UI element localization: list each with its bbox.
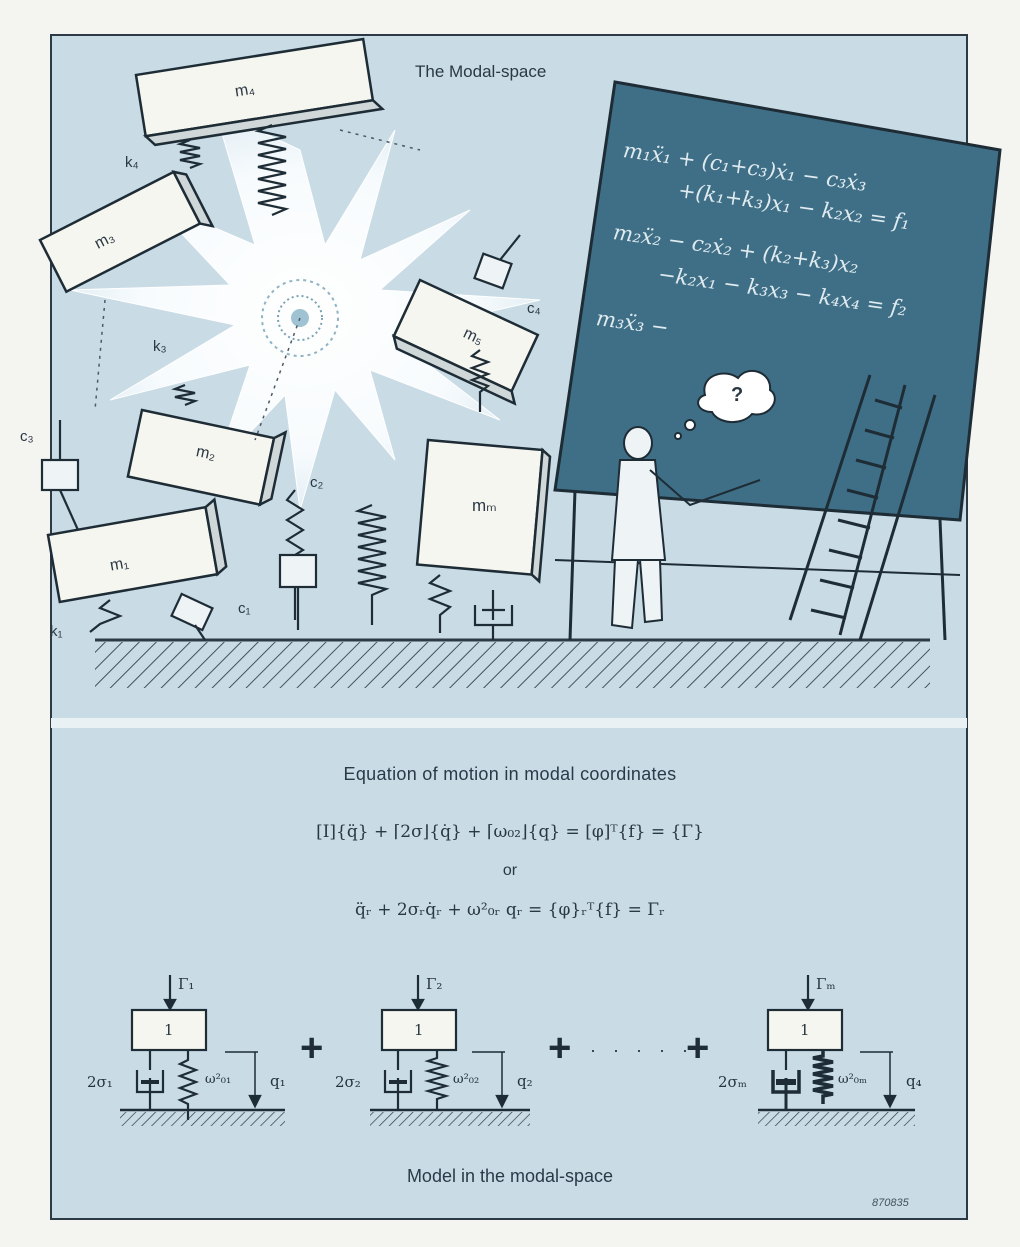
spring-k4 <box>176 138 204 170</box>
spring-m5 <box>468 349 492 412</box>
damper-c1-label: c₁ <box>238 600 251 617</box>
scientist-figure <box>610 426 761 630</box>
unit-2-damping: 2σ₂ <box>335 1073 361 1091</box>
mass-m1-label: m₁ <box>108 554 130 575</box>
model-caption: Model in the modal-space <box>406 1166 614 1186</box>
spring-middle <box>354 503 390 625</box>
mass-m5-box <box>391 278 540 406</box>
spring-ground-mm <box>427 574 453 633</box>
mass-mm-label: mₘ <box>472 496 497 515</box>
plus-sign-3: + <box>686 1026 710 1070</box>
modal-unit-2-drawing <box>370 975 530 1126</box>
unit-m-stiffness: ω²₀ₘ <box>838 1072 867 1087</box>
mass-mm-box <box>415 438 552 584</box>
plus-sign-1: + <box>300 1026 324 1070</box>
mass-m2-label: m₂ <box>194 443 218 464</box>
damper-c4-label: c₄ <box>527 300 541 317</box>
spring-k1-label: k₁ <box>50 623 63 640</box>
ellipsis-dots: · · · · · <box>590 1040 694 1060</box>
damper-c1 <box>170 592 214 641</box>
thought-bubble-text: ? <box>731 384 744 406</box>
unit-1-mass: 1 <box>164 1021 174 1039</box>
spring-k3-label: k₃ <box>153 338 167 355</box>
equation-scalar-form: q̈ᵣ + 2σᵣq̇ᵣ + ω²₀ᵣ qᵣ = {φ}ᵣᵀ{f} = Γᵣ <box>355 900 665 920</box>
unit-m-coord: q₄ <box>906 1072 922 1090</box>
equation-matrix-form: [I]{q̈} + ⌈2σ⌋{q̇} + ⌈ω₀₂⌋{q} = [φ]ᵀ{f} … <box>316 822 704 842</box>
unit-2-force: Γ₂ <box>426 975 443 993</box>
equation-heading: Equation of motion in modal coordinates <box>343 764 677 784</box>
unit-1-damping: 2σ₁ <box>87 1073 113 1091</box>
blackboard <box>553 80 1002 522</box>
unit-1-stiffness: ω²₀₁ <box>205 1072 232 1087</box>
damper-c3 <box>40 420 80 531</box>
unit-1-coord: q₁ <box>270 1072 286 1090</box>
damper-c3-label: c₃ <box>20 428 34 445</box>
unit-2-mass: 1 <box>414 1021 424 1039</box>
mass-m1-box <box>46 497 228 604</box>
unit-2-coord: q₂ <box>517 1072 533 1090</box>
mass-m4-label: m₄ <box>233 80 256 101</box>
damper-c2-label: c₂ <box>310 474 324 491</box>
panel-divider <box>51 718 967 728</box>
mass-m2-box <box>126 408 288 507</box>
spring-m1 <box>89 599 123 633</box>
mass-m3-box <box>38 170 215 294</box>
modal-unit-1-drawing <box>120 975 285 1126</box>
modal-unit-m-drawing <box>758 975 915 1126</box>
unit-m-damping: 2σₘ <box>718 1073 747 1091</box>
damper-c4 <box>473 234 521 290</box>
modal-space-title: The Modal-space <box>415 62 547 81</box>
unit-m-force: Γₘ <box>816 975 836 993</box>
spring-k4-label: k₄ <box>125 154 139 171</box>
thought-bubble <box>674 369 776 440</box>
explosion-burst <box>69 109 541 511</box>
unit-m-mass: 1 <box>800 1021 810 1039</box>
mass-m4-box <box>134 37 386 147</box>
plus-sign-2: + <box>548 1026 572 1070</box>
equation-or: or <box>502 862 518 879</box>
spring-k3 <box>171 383 199 407</box>
figure-code: 870835 <box>872 1197 909 1209</box>
unit-1-force: Γ₁ <box>178 975 195 993</box>
ladder <box>788 374 937 641</box>
explosion-core <box>261 279 339 357</box>
ground-hatch <box>95 642 930 688</box>
damper-c2-box <box>278 553 318 630</box>
unit-2-stiffness: ω²₀₂ <box>453 1072 480 1087</box>
damper-ground <box>473 590 514 640</box>
spring-m4 <box>254 123 290 217</box>
